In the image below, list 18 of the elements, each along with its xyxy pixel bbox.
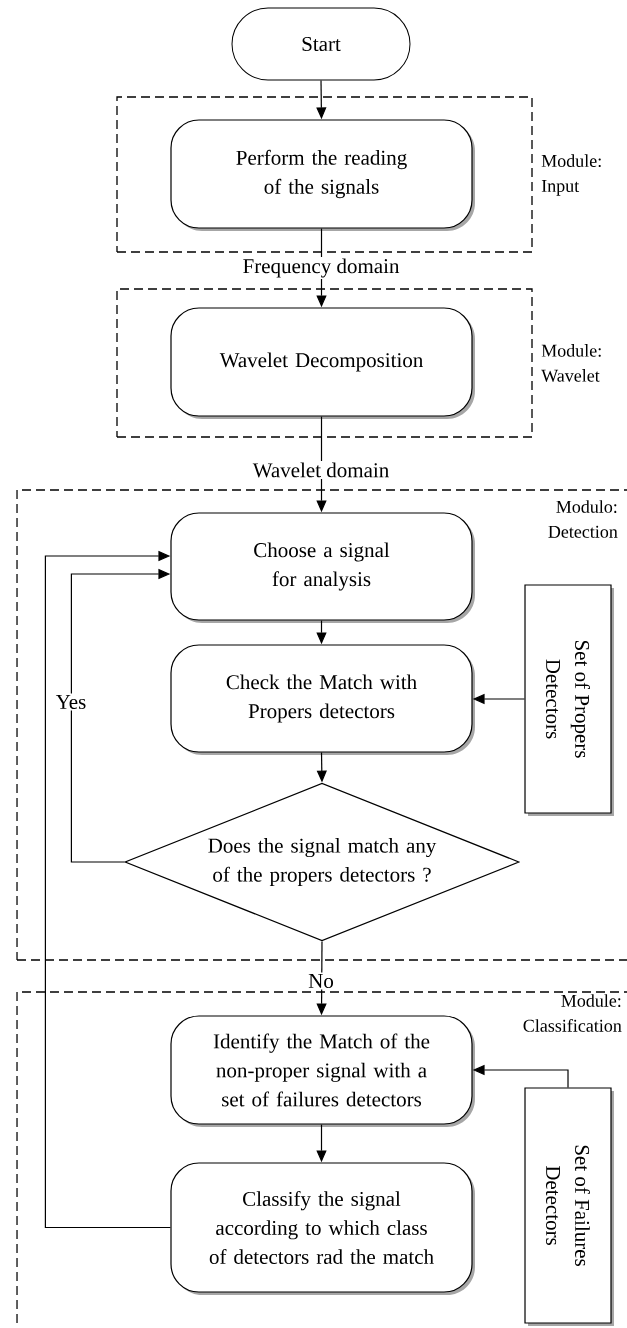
process-box: Perform the reading of the signals (170, 119, 475, 231)
start-terminal: Start (231, 7, 411, 81)
module-label: Module: Wavelet (541, 344, 601, 382)
process-box: Identify the Match of the non-proper signal with a set of failures detectors (170, 1015, 475, 1127)
process-box: Choose a signal for analysis (170, 512, 475, 623)
module-label: Module: Classification (523, 994, 622, 1032)
process-box: Classify the signal according to which class of detectors rad the match (170, 1162, 475, 1295)
data-box: Set of Failures Detectors (524, 1087, 614, 1326)
process-box: Wavelet Decomposition (170, 307, 475, 419)
module-label: Modulo: Detection (548, 500, 618, 538)
process-box: Check the Match with Propers detectors (170, 644, 475, 755)
edge-label: Yes (54, 693, 88, 711)
module-label: Module: Input (541, 154, 601, 196)
data-box: Set of Propers Detectors (524, 584, 614, 816)
edge-label: Frequency domain (241, 256, 401, 280)
edge-label: Wavelet domain (251, 461, 391, 479)
arrow (44, 550, 171, 1229)
edge-label: No (306, 972, 336, 990)
